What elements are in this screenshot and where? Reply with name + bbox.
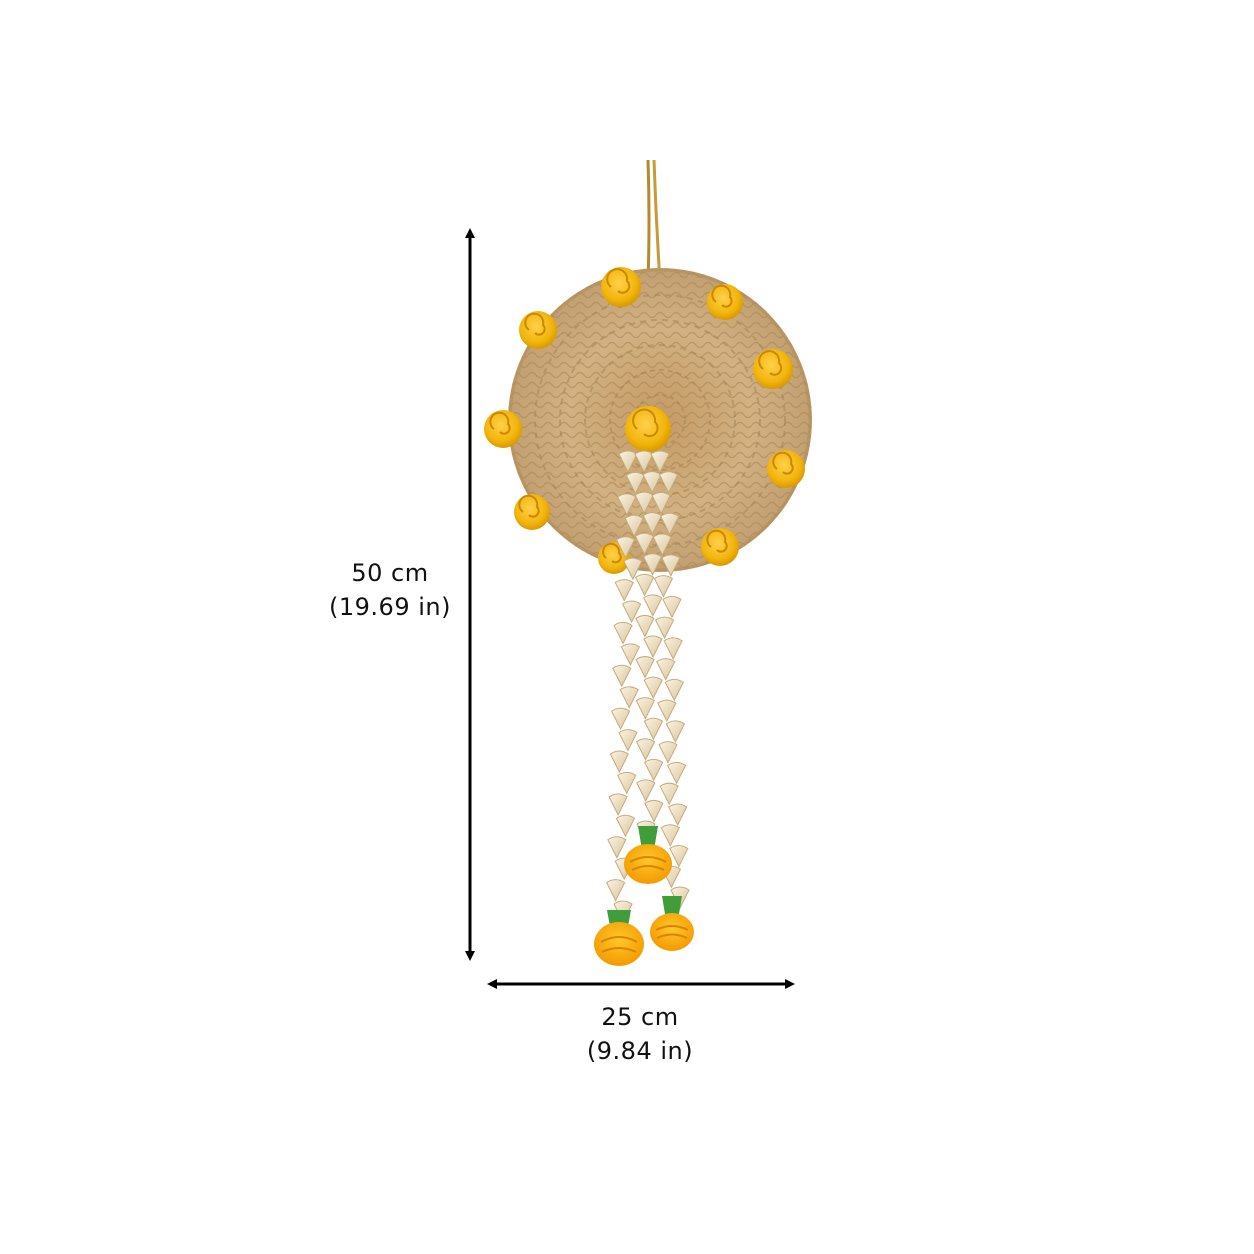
marigold-tassel <box>624 826 672 884</box>
shell-bead <box>617 771 637 795</box>
rosette-flower <box>519 311 557 349</box>
shell-bead <box>613 621 633 645</box>
shell-bead <box>608 793 628 816</box>
shell-bead <box>615 536 636 559</box>
shell-bead <box>660 824 680 847</box>
rosette-flower <box>707 284 743 320</box>
shell-bead <box>643 717 664 741</box>
rosette-flower <box>625 406 671 452</box>
shell-bead <box>658 741 678 764</box>
shell-bead <box>663 637 683 660</box>
shell-bead <box>657 699 677 723</box>
height-dimension-label: 50 cm (19.69 in) <box>300 556 480 624</box>
shell-bead <box>635 614 655 638</box>
shell-bead <box>615 814 636 838</box>
rosette-flower <box>484 410 522 448</box>
shell-bead <box>635 738 656 761</box>
shell-bead <box>666 761 687 785</box>
shell-bead <box>644 758 664 782</box>
shell-bead <box>623 557 643 581</box>
shell-bead <box>635 656 655 679</box>
shell-bead <box>643 594 663 618</box>
rosette-flowers <box>484 267 805 574</box>
width-imperial: (9.84 in) <box>586 1037 694 1065</box>
shell-bead <box>620 643 641 666</box>
shell-bead <box>668 803 688 827</box>
shell-bead <box>669 844 689 868</box>
width-metric: 25 cm <box>601 1003 679 1031</box>
shell-bead <box>635 697 655 720</box>
shell-bead <box>636 779 656 803</box>
shell-bead <box>635 573 655 597</box>
marigold-tassel <box>650 896 694 951</box>
shell-bead <box>654 616 675 640</box>
shell-bead <box>656 658 676 681</box>
shell-bead <box>664 678 684 702</box>
shell-bead <box>652 533 672 557</box>
shell-bead <box>609 750 629 774</box>
width-dimension-label: 25 cm (9.84 in) <box>550 1000 730 1068</box>
rosette-flower <box>701 528 739 566</box>
shell-bead <box>665 720 686 744</box>
rosette-flower <box>753 349 793 389</box>
rosette-flower <box>767 450 805 488</box>
shell-bead <box>651 492 671 515</box>
shell-bead <box>619 686 639 709</box>
shell-bead <box>612 664 632 688</box>
height-metric: 50 cm <box>351 559 429 587</box>
shell-bead <box>605 879 626 902</box>
height-imperial: (19.69 in) <box>329 593 451 621</box>
shell-bead <box>658 471 679 494</box>
shell-bead <box>634 532 655 556</box>
shell-bead <box>642 553 663 576</box>
shell-bead <box>643 676 663 700</box>
shell-bead <box>622 600 642 624</box>
shell-bead <box>660 512 680 536</box>
shell-bead <box>644 799 664 823</box>
shell-bead <box>618 729 638 752</box>
shell-bead <box>614 579 634 602</box>
shell-bead <box>610 707 631 731</box>
shell-bead <box>659 782 679 806</box>
shell-bead <box>661 554 681 577</box>
shell-bead <box>662 595 682 619</box>
shell-bead <box>607 836 627 859</box>
shell-bead <box>624 514 644 538</box>
marigold-tassel <box>594 910 644 966</box>
shell-bead <box>650 450 670 474</box>
hanging-string <box>646 159 662 283</box>
rosette-flower <box>601 267 641 307</box>
rosette-flower <box>514 494 550 530</box>
shell-bead <box>653 575 674 598</box>
shell-bead <box>643 635 663 659</box>
marigold-tassels <box>594 826 694 966</box>
